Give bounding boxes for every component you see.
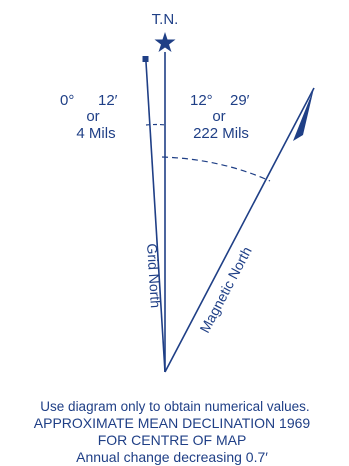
magnetic-angle-degrees: 12° (190, 92, 213, 109)
magnetic-angle-arc (161, 156, 271, 182)
star-icon (154, 32, 176, 52)
grid-north-marker (142, 56, 149, 62)
annual-change-note: Annual change decreasing 0.7′ (76, 449, 268, 465)
grid-north-line (145, 61, 166, 373)
magnetic-north-line (164, 87, 315, 373)
grid-angle-arc (145, 123, 167, 126)
true-north-label: T.N. (152, 11, 179, 28)
magnetic-flag-icon (293, 88, 314, 141)
usage-note: Use diagram only to obtain numerical val… (40, 399, 309, 414)
magnetic-angle-or: or (212, 108, 225, 125)
grid-angle-mils: 4 Mils (76, 125, 115, 142)
grid-angle-minutes: 12′ (98, 92, 118, 109)
declination-title: APPROXIMATE MEAN DECLINATION 1969 (34, 415, 311, 431)
grid-angle-or: or (86, 108, 99, 125)
grid-north-label: Grid North (144, 243, 164, 308)
declination-subtitle: FOR CENTRE OF MAP (98, 432, 247, 448)
magnetic-angle-minutes: 29′ (230, 92, 250, 109)
magnetic-angle-mils: 222 Mils (193, 125, 249, 142)
grid-angle-degrees: 0° (60, 92, 74, 109)
